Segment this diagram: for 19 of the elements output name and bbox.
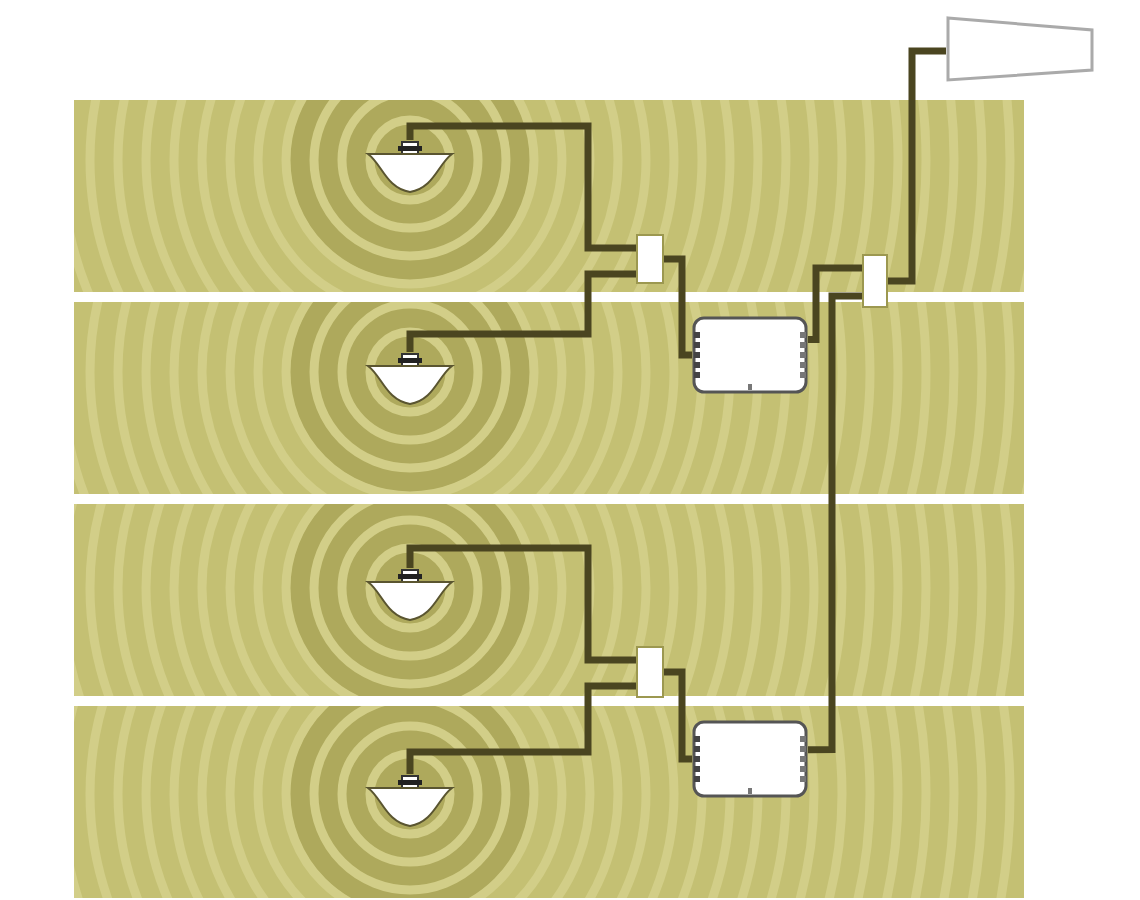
dome-antenna (366, 568, 454, 622)
dome-antenna (366, 140, 454, 194)
cable-line (406, 270, 636, 352)
cable-line (664, 668, 692, 763)
dome-antenna (366, 774, 454, 828)
cable-line (888, 47, 946, 285)
dome-antenna (366, 352, 454, 406)
cable-line (406, 544, 636, 664)
outdoor-antenna (946, 16, 1094, 82)
cable-line (406, 122, 636, 252)
cable-line (664, 255, 692, 359)
amplifier-box (692, 316, 808, 394)
amplifier-box (692, 720, 808, 798)
cable-line (406, 682, 636, 774)
splitter-box (636, 234, 664, 284)
cable-line (808, 264, 862, 343)
splitter-box (862, 254, 888, 308)
cable-line (808, 292, 862, 754)
splitter-box (636, 646, 664, 698)
